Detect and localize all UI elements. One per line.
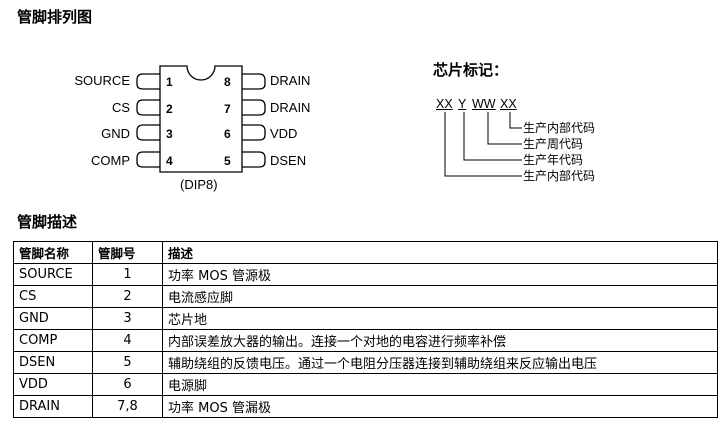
cell-pin-number: 5: [92, 351, 163, 374]
header-description: 描述: [162, 241, 718, 264]
pin-7-number: 7: [224, 102, 231, 116]
cell-description: 辅助绕组的反馈电压。通过一个电阻分压器连接到辅助绕组来反应输出电压: [162, 351, 718, 374]
pin-lead-2: [136, 99, 160, 116]
cell-pin-number: 2: [92, 285, 163, 308]
header-pin-number: 管脚号: [92, 241, 163, 264]
pin-4-name: COMP: [91, 153, 130, 168]
cell-description: 功率 MOS 管漏极: [162, 395, 718, 418]
marking-legend-1: 生产内部代码: [523, 121, 596, 135]
table-row: CS 2 电流感应脚: [13, 285, 718, 308]
cell-description: 电流感应脚: [162, 285, 718, 308]
marking-legend-2: 生产周代码: [523, 137, 584, 151]
pin-description-table: 管脚名称 管脚号 描述 SOURCE 1 功率 MOS 管源极 CS 2 电流感…: [13, 241, 718, 418]
table-row: DRAIN 7,8 功率 MOS 管漏极: [13, 395, 718, 418]
cell-description: 内部误差放大器的输出。连接一个对地的电容进行频率补偿: [162, 329, 718, 352]
marking-leader-2: [463, 112, 522, 161]
pin-6-name: VDD: [270, 126, 298, 141]
cell-pin-name: COMP: [13, 329, 93, 352]
cell-pin-number: 7,8: [92, 395, 163, 418]
marking-code-1: XX: [436, 97, 453, 111]
table-row: DSEN 5 辅助绕组的反馈电压。通过一个电阻分压器连接到辅助绕组来反应输出电压: [13, 351, 718, 374]
cell-pin-number: 4: [92, 329, 163, 352]
pin-arrangement-heading: 管脚排列图: [17, 8, 93, 26]
marking-leader-1: [444, 112, 522, 177]
table-row: COMP 4 内部误差放大器的输出。连接一个对地的电容进行频率补偿: [13, 329, 718, 352]
pin-5-name: DSEN: [270, 153, 307, 168]
cell-pin-number: 3: [92, 307, 163, 330]
cell-pin-name: GND: [13, 307, 93, 330]
pin-6-number: 6: [224, 127, 231, 141]
marking-leader-3: [487, 112, 522, 145]
cell-pin-number: 1: [92, 263, 163, 286]
marking-code-2: Y: [458, 97, 467, 111]
cell-pin-number: 6: [92, 373, 163, 396]
pin-4-number: 4: [166, 154, 173, 168]
table-header-row: 管脚名称 管脚号 描述: [13, 241, 718, 264]
pin-8-number: 8: [224, 75, 231, 89]
marking-code-4: XX: [500, 97, 517, 111]
marking-leader-4: [509, 112, 522, 129]
cell-pin-name: DSEN: [13, 351, 93, 374]
table-row: SOURCE 1 功率 MOS 管源极: [13, 263, 718, 286]
marking-code-3: WW: [472, 97, 496, 111]
ic-body-outline: [159, 65, 243, 173]
pin-2-name: CS: [111, 100, 130, 115]
pin-description-heading: 管脚描述: [17, 213, 78, 231]
cell-pin-name: DRAIN: [13, 395, 93, 418]
package-name: (DIP8): [180, 177, 218, 192]
pin-3-number: 3: [166, 127, 173, 141]
cell-description: 芯片地: [162, 307, 718, 330]
pin-8-name: DRAIN: [270, 73, 311, 88]
cell-pin-name: SOURCE: [13, 263, 93, 286]
pin-3-name: GND: [101, 126, 130, 141]
pin-2-number: 2: [166, 102, 173, 116]
pin-1-name: SOURCE: [74, 73, 130, 88]
table-row: VDD 6 电源脚: [13, 373, 718, 396]
cell-description: 电源脚: [162, 373, 718, 396]
pin-7-name: DRAIN: [270, 100, 311, 115]
pin-lead-5: [242, 151, 266, 168]
table-row: GND 3 芯片地: [13, 307, 718, 330]
pin-lead-8: [242, 73, 266, 90]
marking-legend-4: 生产内部代码: [523, 169, 596, 183]
pin-1-number: 1: [166, 75, 173, 89]
cell-pin-name: VDD: [13, 373, 93, 396]
pin-lead-6: [242, 124, 266, 141]
chip-marking-heading: 芯片标记：: [433, 61, 509, 79]
cell-pin-name: CS: [13, 285, 93, 308]
header-pin-name: 管脚名称: [13, 241, 93, 264]
pin-lead-1: [136, 73, 160, 90]
pin-5-number: 5: [224, 154, 231, 168]
pin-lead-4: [136, 151, 160, 168]
marking-legend-3: 生产年代码: [523, 153, 584, 167]
cell-description: 功率 MOS 管源极: [162, 263, 718, 286]
pin-lead-3: [136, 124, 160, 141]
pin-lead-7: [242, 99, 266, 116]
